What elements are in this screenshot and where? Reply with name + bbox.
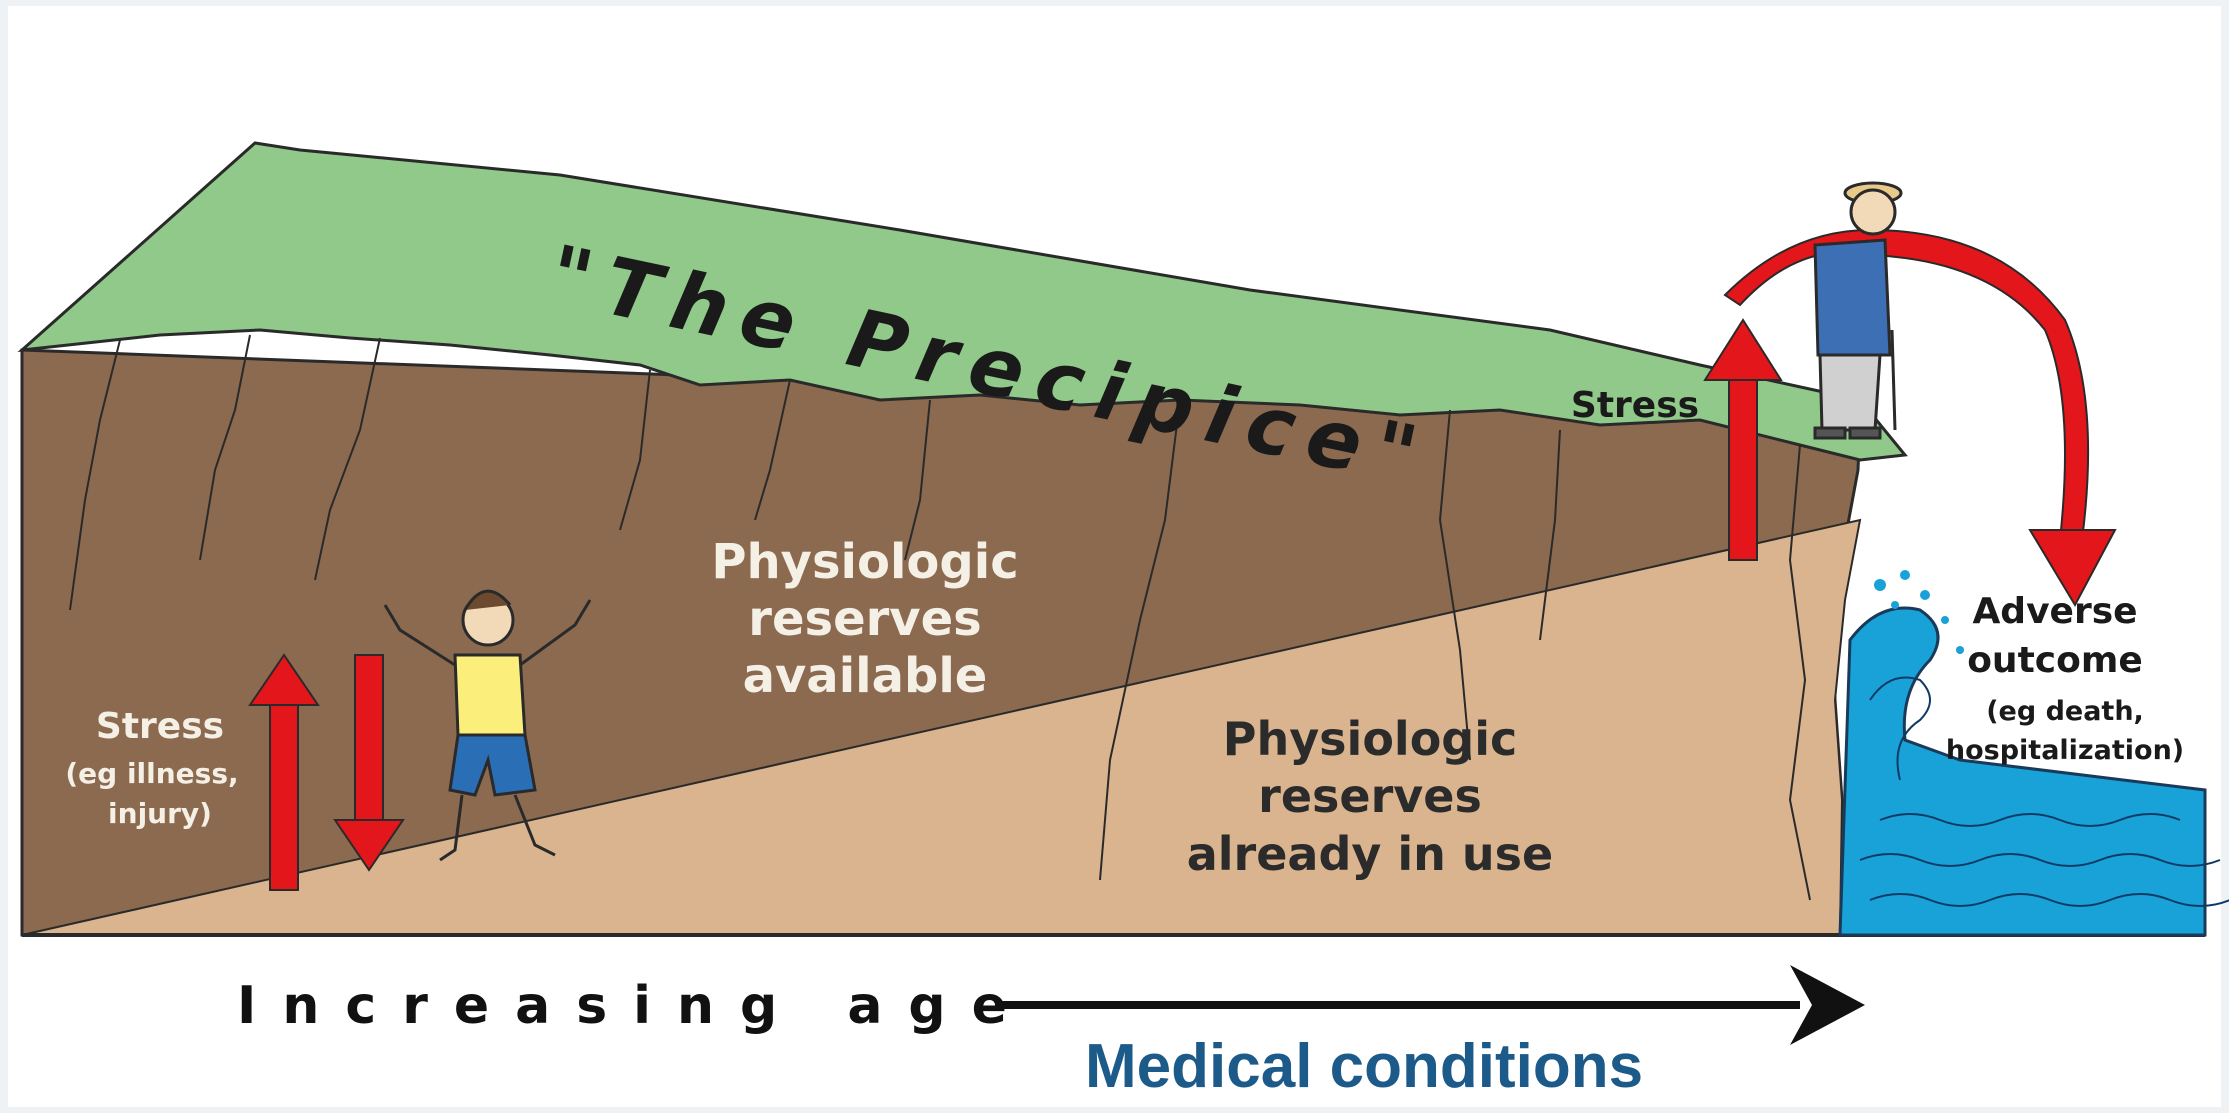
medical-conditions-caption: Medical conditions (1085, 1031, 1685, 1102)
stress-left-line-1: Stress (96, 706, 224, 747)
adverse-outcome-line-4: hospitalization) (1946, 735, 2184, 766)
reserves-available-line-2: reserves (748, 591, 981, 647)
stress-left-line-2: (eg illness, (65, 757, 238, 790)
adverse-outcome-line-3: (eg death, (1986, 696, 2144, 727)
reserves-available-label: Physiologic reserves available (711, 534, 1018, 704)
reserves-in-use-line-2: reserves (1258, 769, 1482, 823)
adverse-outcome-line-2: outcome (1967, 640, 2143, 681)
reserves-available-line-3: available (743, 648, 988, 704)
old-man-figure (1815, 183, 1901, 438)
reserves-in-use-line-3: already in use (1187, 827, 1554, 881)
stress-cliff-label: Stress (1571, 385, 1699, 426)
reserves-in-use-line-1: Physiologic (1223, 712, 1518, 766)
adverse-outcome-line-1: Adverse (1972, 591, 2137, 632)
reserves-available-line-1: Physiologic (711, 534, 1018, 590)
adverse-outcome-label: Adverse outcome (eg death, hospitalizati… (1946, 591, 2184, 766)
stress-left-line-3: injury) (108, 797, 212, 830)
age-axis-arrowhead (1790, 965, 1865, 1045)
axis-label: Increasing age (237, 976, 1033, 1036)
